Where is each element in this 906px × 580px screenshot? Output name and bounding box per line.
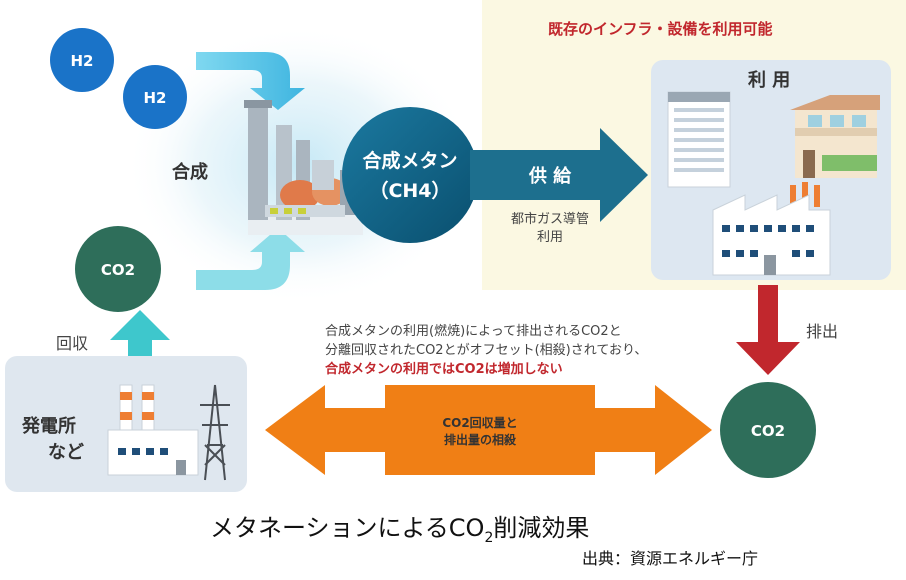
infra-note: 既存のインフラ・設備を利用可能 <box>548 20 773 38</box>
explanation-line1: 合成メタンの利用(燃焼)によって排出されるCO2と <box>325 324 622 339</box>
synthesis-label: 合成 <box>172 162 208 183</box>
caption-subscript: 2 <box>484 529 494 546</box>
recovery-arrow <box>110 310 170 372</box>
h2-label-1: H2 <box>71 52 94 70</box>
transmission-tower-icon <box>200 384 230 481</box>
caption: メタネーションによるCO2削減効果 <box>210 508 589 546</box>
explanation-highlight: 合成メタンの利用ではCO2は増加しない <box>325 362 563 377</box>
offset-double-arrow <box>265 385 712 475</box>
h2-label-2: H2 <box>144 89 167 107</box>
factory-building-icon <box>712 182 831 276</box>
caption-tail: 削減効果 <box>493 514 590 542</box>
offset-label-line1: CO2回収量と <box>442 416 518 430</box>
supply-arrow <box>470 128 648 222</box>
explanation-line2: 分離回収されたCO2とがオフセット(相殺)されており、 <box>325 343 648 358</box>
co2-input-circle <box>75 226 161 312</box>
recovery-label: 回収 <box>56 334 89 353</box>
office-building-icon <box>667 91 731 188</box>
emission-label: 排出 <box>806 322 839 341</box>
h2-bubble-2 <box>123 65 187 129</box>
h2-bubble-1 <box>50 28 114 92</box>
co2-input-label: CO2 <box>101 261 135 279</box>
power-plant-icon <box>107 384 199 476</box>
co2-output-circle <box>720 382 816 478</box>
synthetic-methane-circle <box>342 107 478 243</box>
emission-arrow <box>736 285 800 375</box>
supply-label: 供 給 <box>528 166 572 187</box>
supply-sub1: 都市ガス導管 <box>510 212 589 227</box>
co2-output-label: CO2 <box>751 422 785 440</box>
offset-label-line2: 排出量の相殺 <box>443 433 516 447</box>
source-credit: 出典：資源エネルギー庁 <box>582 549 759 568</box>
plant-label-line1: 発電所 <box>22 416 76 437</box>
h2-feed-arrow <box>196 52 305 110</box>
co2-feed-arrow <box>196 228 305 290</box>
methane-label-line1: 合成メタン <box>362 150 458 172</box>
supply-sub2: 利用 <box>536 230 563 245</box>
plant-label-line2: など <box>48 442 84 463</box>
use-label: 利 用 <box>748 70 791 91</box>
house-icon <box>790 95 880 178</box>
caption-main: メタネーションによるCO <box>210 514 485 542</box>
methane-label-line2: （CH4） <box>369 180 451 202</box>
